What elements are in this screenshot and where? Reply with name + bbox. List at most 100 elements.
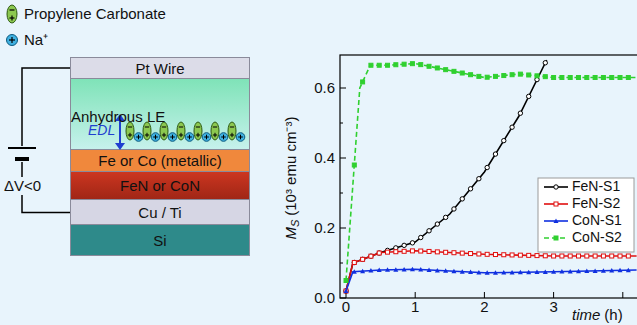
data-marker	[535, 74, 539, 78]
data-marker	[493, 74, 497, 78]
data-marker	[460, 71, 464, 75]
edl-arrow	[119, 119, 121, 145]
stroke	[240, 135, 241, 140]
data-marker	[394, 250, 398, 254]
data-marker	[344, 289, 348, 293]
data-marker	[526, 270, 531, 275]
data-marker	[386, 250, 390, 254]
data-marker	[386, 63, 390, 67]
data-marker	[369, 63, 373, 67]
data-marker	[377, 268, 382, 273]
data-marker	[443, 215, 447, 219]
data-marker	[626, 254, 630, 258]
stroke	[223, 135, 224, 140]
data-marker	[527, 253, 531, 257]
data-marker	[485, 75, 489, 79]
data-marker	[344, 279, 348, 283]
data-marker	[410, 249, 414, 253]
data-marker	[402, 243, 406, 247]
data-marker	[427, 249, 431, 253]
layer-label: Pt Wire	[135, 60, 184, 77]
data-marker	[568, 269, 573, 274]
data-marker	[493, 270, 498, 275]
data-marker	[452, 207, 456, 211]
data-marker	[593, 254, 597, 258]
sodium-ion-icon	[7, 35, 18, 46]
data-marker	[518, 111, 522, 115]
subscript: S	[289, 220, 301, 227]
data-marker	[352, 260, 356, 264]
y-minor-tick	[340, 123, 343, 124]
data-marker	[510, 253, 514, 257]
propylene-carbonate-molecule	[211, 122, 219, 140]
data-marker	[560, 254, 564, 258]
stroke	[164, 133, 165, 137]
axis-title: (h)	[604, 307, 622, 324]
layer-box: Pt Wire	[70, 57, 250, 79]
axis-title-part: M	[282, 227, 299, 240]
x-tick	[553, 292, 554, 298]
data-marker	[610, 76, 614, 80]
data-marker	[427, 229, 431, 233]
stroke	[189, 135, 190, 140]
data-marker	[518, 72, 522, 76]
data-marker	[451, 269, 456, 274]
data-marker	[477, 177, 481, 181]
data-marker	[535, 254, 539, 258]
sodium-ion	[134, 133, 143, 142]
propylene-carbonate-molecule	[177, 122, 185, 140]
y-tick	[340, 88, 346, 89]
layer-label: Cu / Ti	[138, 204, 181, 221]
stroke	[181, 133, 182, 137]
edl-arrow-head	[115, 114, 125, 121]
data-marker	[510, 270, 515, 275]
layer-label: Fe or Co (metallic)	[98, 152, 221, 169]
legend-text: Propylene Carbonate	[24, 6, 166, 23]
y-tick-label: 0.2	[314, 220, 335, 237]
layer-box: Fe or Co (metallic)	[70, 150, 250, 172]
data-marker	[502, 253, 506, 257]
data-marker	[452, 251, 456, 255]
data-marker	[344, 289, 348, 293]
data-marker	[460, 269, 465, 274]
data-marker	[618, 268, 623, 273]
data-marker	[427, 64, 431, 68]
data-marker	[593, 268, 598, 273]
data-marker	[585, 76, 589, 80]
layer-box: Cu / Ti	[70, 200, 250, 225]
data-marker	[543, 254, 547, 258]
y-minor-tick	[340, 193, 343, 194]
x-tick-label: 0	[342, 299, 350, 316]
data-marker	[554, 185, 558, 189]
sodium-ion	[202, 133, 211, 142]
data-marker	[577, 254, 581, 258]
voltage-label: ΔV<0	[2, 177, 43, 196]
data-marker	[584, 269, 589, 274]
data-marker	[369, 254, 373, 258]
stroke	[147, 133, 148, 137]
y-tick	[340, 228, 346, 229]
edl-label: EDL	[88, 123, 115, 138]
data-marker	[444, 68, 448, 72]
y-minor-tick	[340, 263, 343, 264]
legend-text: FeN-S2	[572, 196, 620, 211]
data-marker	[477, 74, 481, 78]
data-marker	[609, 268, 614, 273]
data-line	[346, 251, 637, 291]
data-marker	[593, 76, 597, 80]
stroke	[215, 133, 216, 137]
data-marker	[352, 260, 356, 264]
data-marker	[577, 76, 581, 80]
data-marker	[493, 253, 497, 257]
x-tick	[484, 292, 485, 298]
data-marker	[369, 254, 373, 258]
data-marker	[460, 197, 464, 201]
data-marker	[485, 270, 490, 275]
y-tick-label: 0.4	[314, 150, 335, 167]
data-marker	[501, 270, 506, 275]
data-marker	[554, 202, 558, 206]
data-marker	[410, 62, 414, 66]
plot-frame	[340, 55, 637, 298]
data-marker	[368, 268, 373, 273]
data-marker	[402, 267, 407, 272]
